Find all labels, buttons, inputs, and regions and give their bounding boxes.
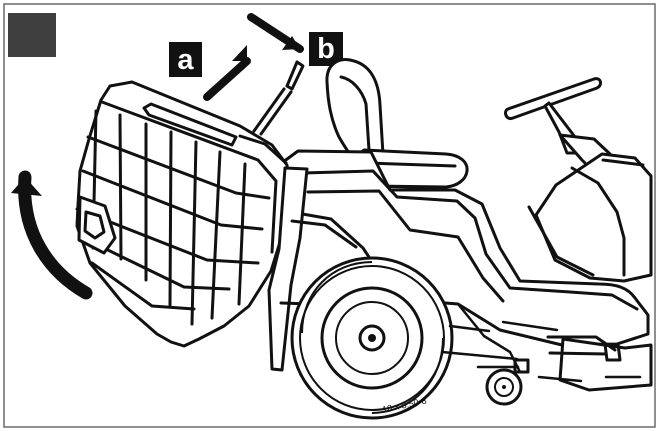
diagram-border [3, 3, 656, 428]
rear-support [252, 60, 358, 372]
straight-arrow-icon [203, 57, 251, 101]
label-a-text: a [177, 44, 194, 76]
motion-arrows [203, 13, 304, 101]
label-b-text: b [317, 33, 335, 65]
grass-collector [75, 80, 292, 348]
arrowhead-icon [11, 177, 42, 196]
corner-marker [8, 13, 56, 57]
label-a: a [169, 42, 202, 77]
front-wheel [485, 368, 523, 406]
lower-details [440, 302, 642, 383]
curved-arrow-icon [18, 170, 93, 300]
arrowhead-icon [232, 45, 247, 61]
label-a-box [169, 42, 202, 77]
arrowhead-icon [282, 36, 300, 50]
rear-wheel: 18 x 8.50-8 [290, 256, 454, 420]
label-b: b [309, 32, 343, 66]
